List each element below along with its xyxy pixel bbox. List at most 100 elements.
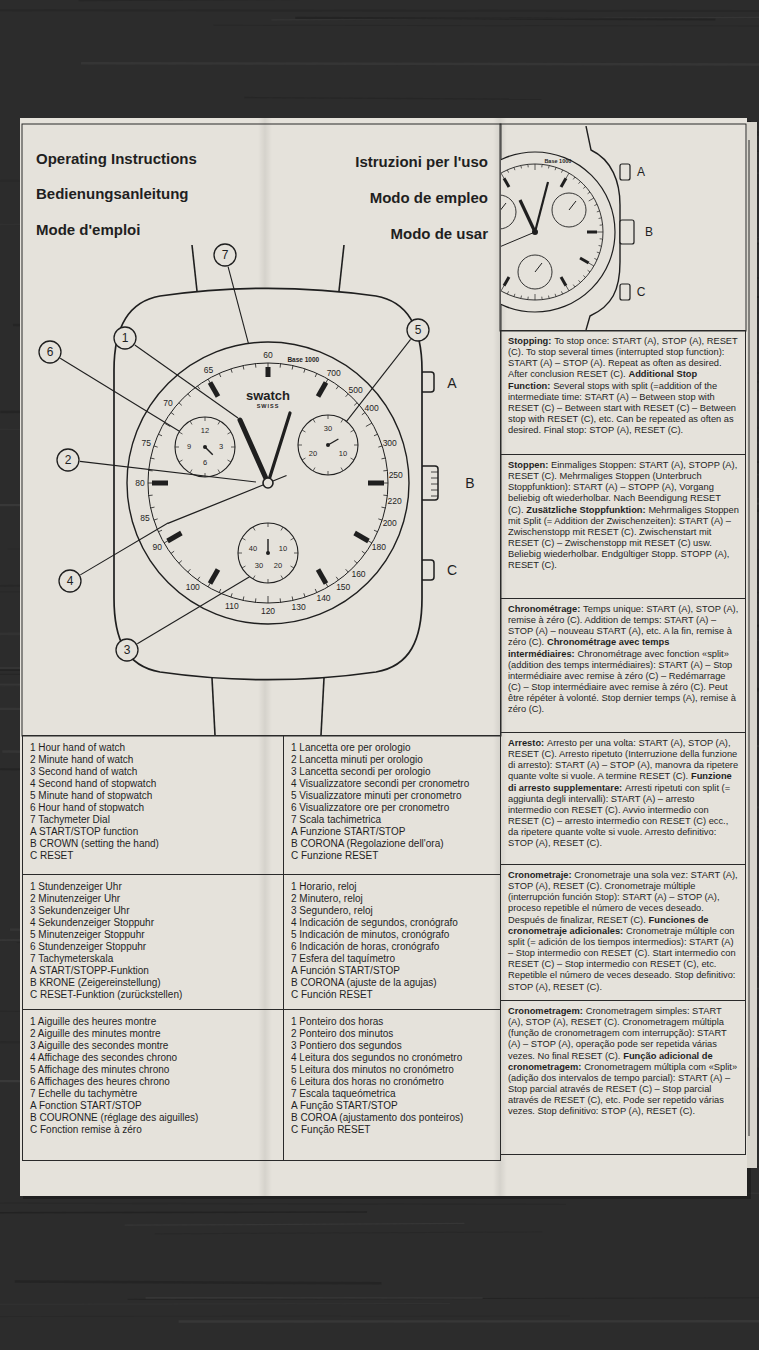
wood-grain [128,1297,759,1299]
leader-line [137,577,249,644]
minute-tick [179,561,182,564]
stopwatch-second-hand [168,476,287,524]
wood-grain [15,1282,382,1284]
tachymeter-bezel [501,152,615,312]
wood-grain [0,10,759,11]
minute-tick [597,210,600,212]
minute-tick [346,569,349,572]
minute-tick [583,275,585,277]
hour-marker [561,178,566,187]
subdial-tick [328,415,329,419]
tachymeter-number: 220 [388,497,402,506]
instructions-panel: Stoppen:Einmaliges Stoppen: START (A), S… [500,454,746,599]
minute-hand [268,413,290,483]
brand-subtitle: SWISS [257,404,280,410]
subdial-tick [291,566,294,568]
minute-tick [280,364,281,368]
parts-list-item: 2 Aiguille des minutes montre [30,1028,276,1040]
minute-tick [280,598,281,602]
minute-tick [158,434,162,436]
parts-list-item: 3 Second hand of watch [30,766,276,778]
minute-tick [366,423,372,427]
subdial-tick [190,470,192,473]
title: Istruzioni per l'uso [355,154,488,169]
hour-marker [168,533,182,541]
subdial-number: 30 [255,562,263,570]
minute-tick [381,458,385,460]
minute-tick [151,507,155,509]
minute-tick [589,198,594,201]
minute-tick [527,164,528,167]
tachymeter-bezel [127,342,409,624]
instruction-heading: Cronometragem: [508,1006,583,1016]
subdial-tick [281,576,283,579]
watch-drawing [114,245,438,735]
tachymeter-number: 70 [163,399,172,408]
minute-tick [179,403,182,406]
instruction-heading: Cronometraje: [508,870,572,880]
hour-marker [210,570,218,584]
hour-marker [210,383,218,397]
subdial-pivot [266,551,270,555]
minute-tick [304,593,305,597]
callout-text: 7 [222,249,229,261]
callout-number: 7 [213,243,237,267]
minute-tick [151,458,155,460]
wood-grain [0,1316,569,1318]
subdial-tick [328,471,329,475]
tachymeter-number: 100 [186,582,200,591]
minute-tick [354,403,357,406]
subdial-number: 20 [274,562,282,570]
subdial-tick [205,417,206,421]
subdial-tick [341,468,343,471]
instructions-panel: Stopping:To stop once: START (A), STOP (… [500,330,746,455]
minute-tick [589,263,594,266]
minute-tick [255,598,256,602]
subdial-tick [242,566,245,568]
tachymeter-number: 700 [327,369,341,378]
tachymeter-number: 250 [389,471,403,480]
tachymeter-number: 160 [351,569,365,578]
minute-tick [346,394,349,397]
parts-list-item: C Fonction remise à zéro [30,1124,276,1136]
parts-list-item: A Funzione START/STOP [291,826,493,838]
parts-list-item: 6 Visualizzatore ore per cronometro [291,802,493,814]
crown-groove [431,484,438,485]
leaflet-paper [20,118,757,1199]
callout-number: 4 [58,569,82,593]
next-panel-border [749,140,750,1136]
minute-tick [243,596,245,600]
minute-tick [188,569,191,572]
subdial-tick [313,468,315,471]
subdial-number: 9 [187,443,191,451]
minute-tick [541,164,542,167]
parts-list-item: 1 Aiguille des heures montre [30,1016,276,1028]
subdial-hand [501,203,506,212]
minute-tick [171,412,174,414]
strap-line [192,245,197,291]
subdial-tick [179,460,182,462]
callout-circle [116,639,138,661]
minute-tick [578,280,580,282]
parts-list-item: A START/STOP function [30,826,276,838]
minute-tick [555,167,557,170]
parts-list-cell: 1 Aiguille des heures montre2 Aiguille d… [22,1009,284,1161]
minute-tick [501,286,504,291]
minute-tick [292,596,294,600]
hour-marker [368,481,384,486]
parts-list-item: 3 Lancetta secondi per orologio [291,766,493,778]
tachymeter-base: Base 1000 [544,159,571,165]
wood-grain [244,98,541,100]
hour-marker [318,383,326,397]
dial-ring [501,164,603,300]
wood-grain [155,1232,542,1234]
minute-tick [336,386,338,389]
parts-list-item: A START/STOPP-Funktion [30,965,276,977]
minute-tick [588,192,590,194]
subdial-tick [268,579,269,583]
subdial-tick [231,447,235,448]
subdial [552,193,586,227]
parts-list-item: C RESET [30,850,276,862]
subdial-number: 10 [279,545,287,553]
